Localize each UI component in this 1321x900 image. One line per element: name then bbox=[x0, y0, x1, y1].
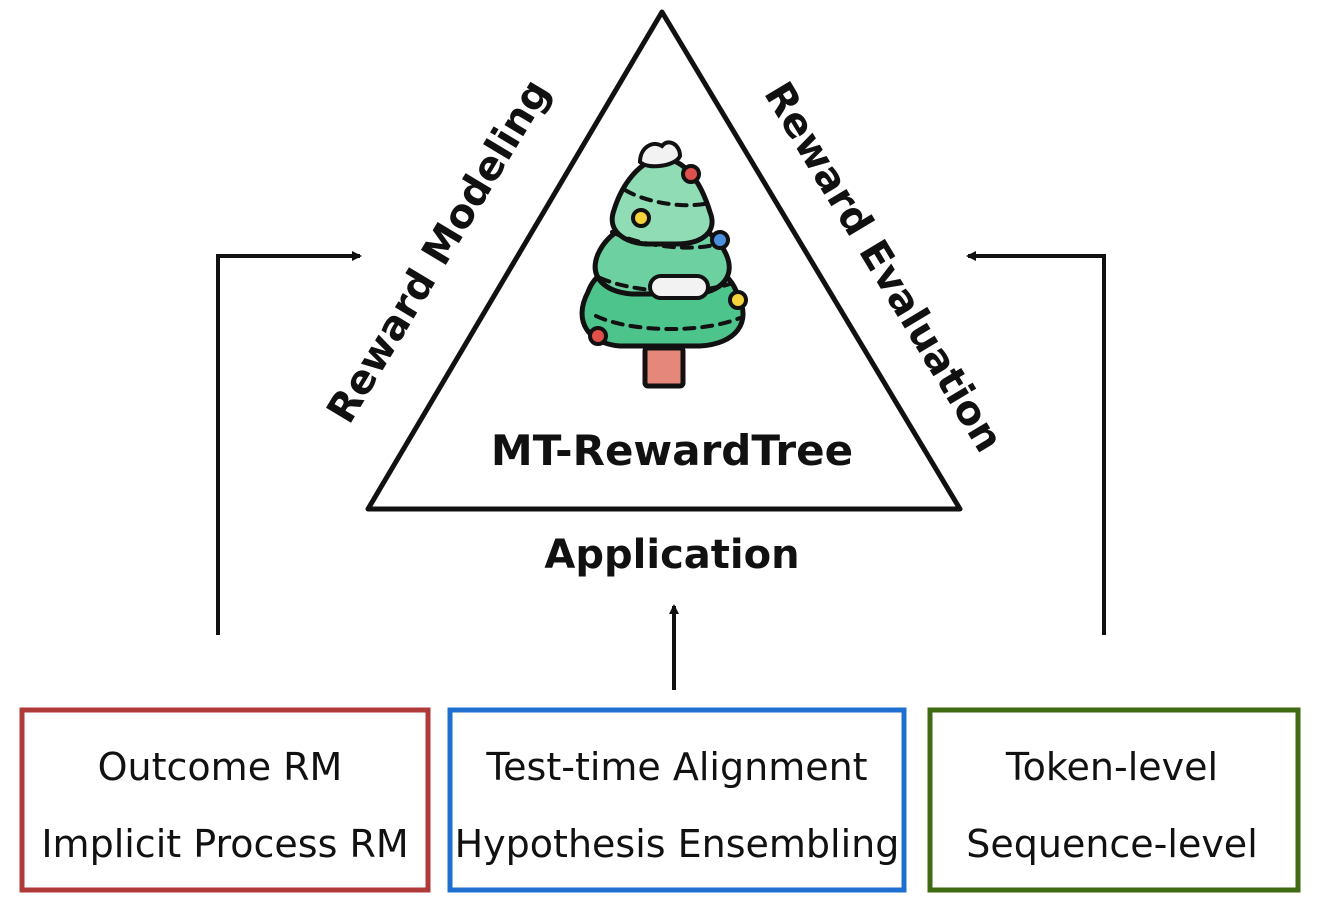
box-border bbox=[447, 707, 907, 893]
right-connector-arrow bbox=[966, 251, 1106, 635]
box-border bbox=[19, 707, 431, 893]
left-connector-arrow bbox=[216, 251, 362, 635]
center-title: MT-RewardTree bbox=[491, 426, 853, 475]
application-label: Application bbox=[544, 532, 799, 578]
christmas-tree-icon bbox=[579, 140, 748, 389]
box-line: Token-level bbox=[1005, 745, 1218, 789]
box-line: Implicit Process RM bbox=[41, 822, 408, 866]
box-line: Sequence-level bbox=[966, 822, 1258, 866]
reward-evaluation-box: Token-level Sequence-level bbox=[927, 707, 1301, 893]
box-line: Hypothesis Ensembling bbox=[455, 822, 900, 866]
reward-modeling-box: Outcome RM Implicit Process RM bbox=[19, 707, 431, 893]
box-border bbox=[927, 707, 1301, 893]
box-line: Test-time Alignment bbox=[485, 745, 867, 789]
application-box: Test-time Alignment Hypothesis Ensemblin… bbox=[447, 707, 907, 893]
box-line: Outcome RM bbox=[98, 745, 343, 789]
